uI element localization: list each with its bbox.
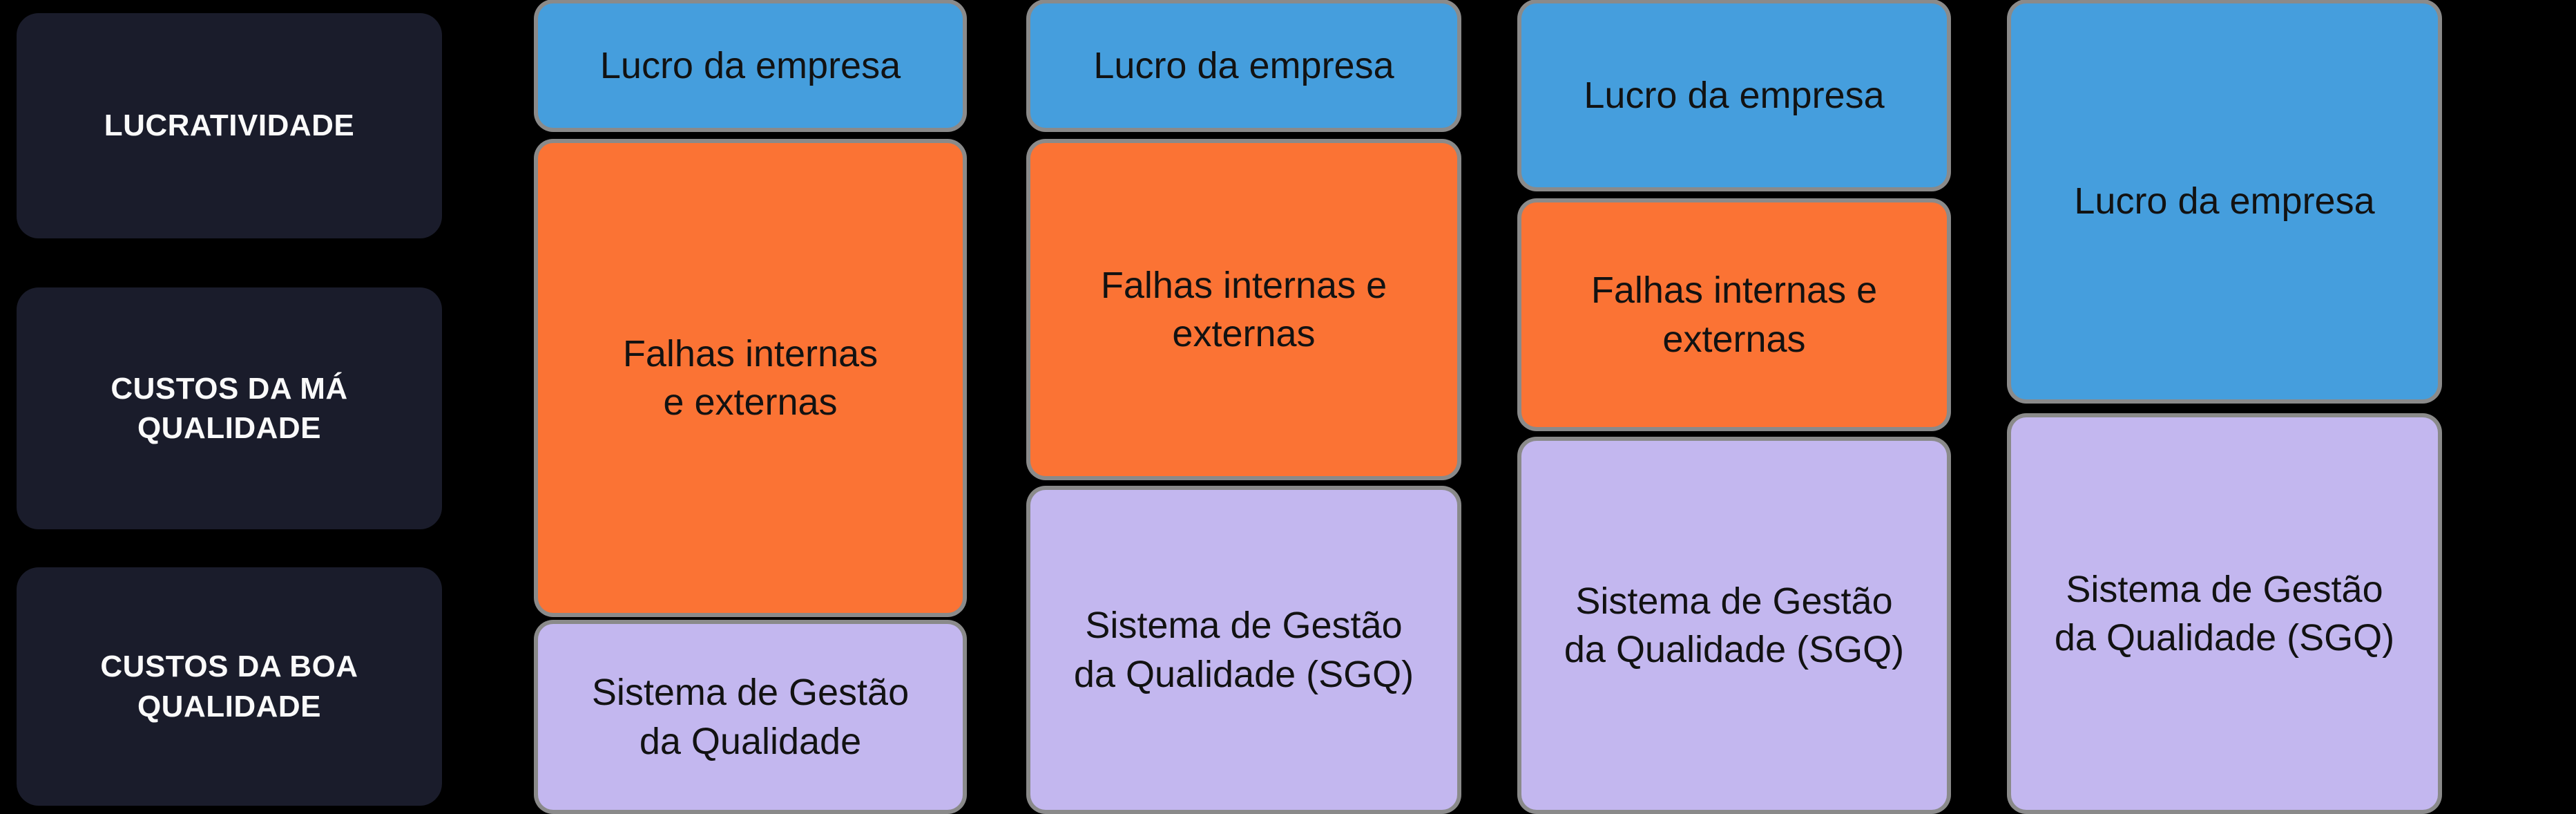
stage-3-sgq-box: Sistema de Gestão da Qualidade (SGQ) bbox=[1521, 441, 1947, 810]
stage-4-profit-box: Lucro da empresa bbox=[2011, 3, 2438, 399]
row-label-custos-ma-qualidade: CUSTOS DA MÁ QUALIDADE bbox=[17, 287, 442, 529]
stage-3-profit-box: Lucro da empresa bbox=[1521, 3, 1947, 187]
stage-1-profit-box: Lucro da empresa bbox=[538, 3, 963, 128]
row-label-lucratividade: LUCRATIVIDADE bbox=[17, 13, 442, 238]
stage-1-sgq-box: Sistema de Gestão da Qualidade bbox=[538, 624, 963, 810]
stage-1-failures-box: Falhas internas e externas bbox=[538, 143, 963, 613]
stage-4-sgq-box: Sistema de Gestão da Qualidade (SGQ) bbox=[2011, 417, 2438, 810]
row-label-custos-boa-qualidade: CUSTOS DA BOA QUALIDADE bbox=[17, 567, 442, 806]
stage-2-failures-box: Falhas internas e externas bbox=[1030, 143, 1457, 476]
stage-3-failures-box: Falhas internas e externas bbox=[1521, 202, 1947, 427]
stage-2-profit-box: Lucro da empresa bbox=[1030, 3, 1457, 128]
stage-2-sgq-box: Sistema de Gestão da Qualidade (SGQ) bbox=[1030, 490, 1457, 810]
